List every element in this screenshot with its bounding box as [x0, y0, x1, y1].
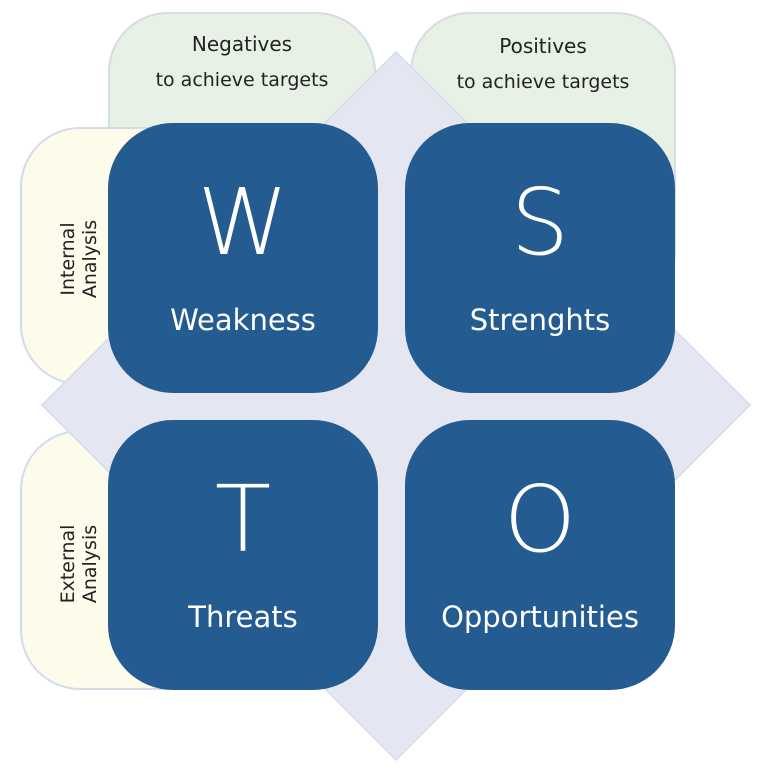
strengths-letter: S [510, 169, 570, 276]
opportunities-label: Opportunities [441, 600, 639, 634]
threats-label: Threats [188, 600, 298, 634]
negatives-title: Negatives [191, 32, 293, 56]
strengths-label: Strenghts [469, 303, 611, 337]
quadrant-strengths: S Strenghts [405, 123, 675, 393]
opportunities-letter: O [503, 466, 577, 573]
quadrant-opportunities: O Opportunities [405, 420, 675, 690]
weakness-label: Weakness [170, 303, 316, 337]
threats-letter: T [214, 466, 272, 573]
quadrant-threats: T Threats [108, 420, 378, 690]
positives-title: Positives [499, 34, 587, 58]
weakness-letter: W [197, 169, 289, 276]
quadrant-weakness: W Weakness [108, 123, 378, 393]
negatives-subtitle: to achieve targets [155, 69, 329, 91]
positives-subtitle: to achieve targets [456, 71, 630, 93]
